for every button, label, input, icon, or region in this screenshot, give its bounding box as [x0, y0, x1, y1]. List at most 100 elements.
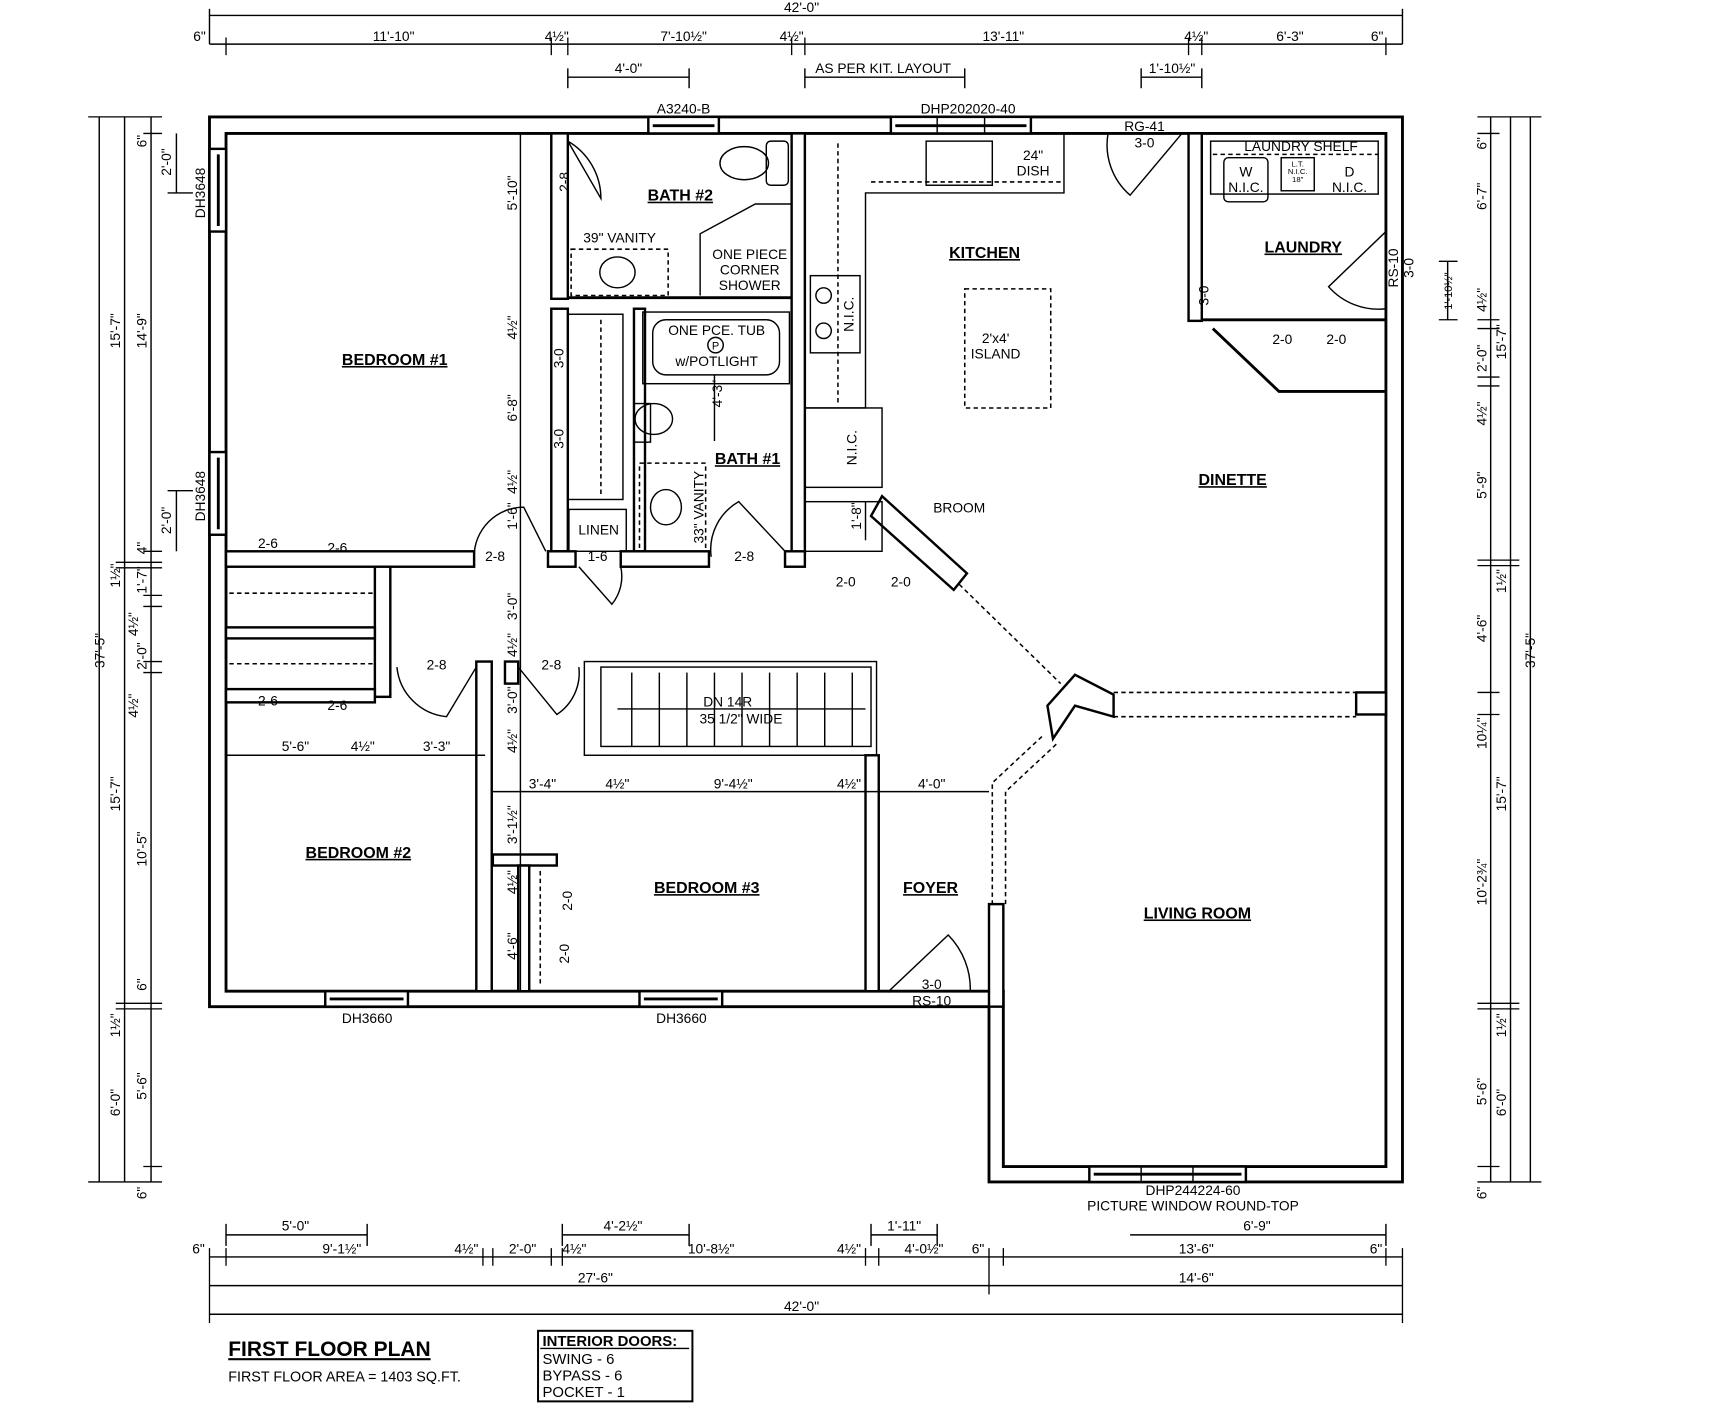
dimension-label: 37'-5" [1523, 633, 1538, 668]
dimension-label: 4" [135, 542, 150, 555]
dimension-label: 4½" [545, 29, 569, 44]
right-dimensions: 6" 6'-7" 4½" 2'-0" 4½" 5'-9" 4'-6" 10¼" … [1438, 116, 1542, 1199]
dimension-label: 4½" [505, 470, 520, 494]
fixture-label: 18" [1292, 175, 1304, 184]
window-label: DH3648 [193, 167, 208, 218]
dimension-label: 6'-0" [1494, 1089, 1509, 1117]
dimension-label: 6" [135, 978, 150, 991]
dimension-label: 4½" [505, 633, 520, 657]
exterior-walls [208, 115, 1404, 1184]
interior-doors-pocket: POCKET - 1 [542, 1385, 624, 1401]
dimension-label: 6'-3" [1276, 29, 1304, 44]
dimension-label: 9'-1½" [322, 1242, 361, 1257]
floor-area: FIRST FLOOR AREA = 1403 SQ.FT. [228, 1370, 461, 1386]
fixture-label: P [712, 341, 719, 353]
door-label: 2-0 [1272, 332, 1292, 347]
dimension-label: 5'-9" [1474, 471, 1489, 499]
dimension-label: 1'-10½" [1149, 61, 1196, 76]
dimension-label: 1'-11" [887, 1218, 921, 1233]
title-block: FIRST FLOOR PLAN FIRST FLOOR AREA = 1403… [228, 1329, 694, 1403]
kitchen-cabinets [804, 133, 1065, 553]
door-label: 3-0 [922, 977, 942, 992]
interior-walls [224, 132, 1388, 1008]
fixture-label: 33" VANITY [691, 471, 706, 544]
dimension-label: 4½" [562, 1242, 586, 1257]
dimension-label: 6'-9" [1243, 1218, 1271, 1233]
door-label: 2-8 [427, 657, 447, 672]
dimension-label: 4½" [351, 739, 375, 754]
dimension-label: 10'-8½" [688, 1242, 735, 1257]
dimension-label: 42'-0" [784, 1299, 819, 1314]
dimension-label: 4½" [126, 612, 141, 636]
room-kitchen: KITCHEN [949, 245, 1020, 262]
fixture-label: DISH [1017, 163, 1050, 178]
window-labels: A3240-B DHP202020-40 DH3648 DH3648 DH366… [193, 102, 1299, 1214]
fixture-label: N.I.C. [1332, 180, 1367, 195]
window-label: DH3660 [342, 1011, 393, 1026]
room-foyer: FOYER [903, 880, 958, 897]
dimension-label: 37'-5" [93, 633, 108, 668]
window-label: DH3660 [656, 1011, 707, 1026]
door-label: 2-6 [258, 694, 278, 709]
dimension-label: 3'-4" [529, 776, 557, 791]
door-label: 3-0 [1135, 136, 1155, 151]
dimension-label: AS PER KIT. LAYOUT [815, 61, 951, 76]
dimension-label: 1½" [1494, 1013, 1509, 1037]
dimension-label: 15'-7" [1494, 776, 1509, 811]
dimension-label: 15'-7" [1494, 324, 1509, 359]
door-label: 2-0 [891, 575, 911, 590]
dimension-label: 9'-4½" [714, 776, 753, 791]
dimension-label: 15'-7" [108, 776, 123, 811]
fixture-label: 35 1/2" WIDE [699, 711, 782, 726]
fixture-label: LINEN [578, 523, 619, 538]
room-bedroom-1: BEDROOM #1 [342, 352, 448, 369]
dimension-label: 1'-10½" [1443, 272, 1455, 309]
dimension-label: 42'-0" [784, 0, 819, 15]
dimension-label: 4'-0" [615, 61, 643, 76]
dimension-label: 6" [192, 1242, 205, 1257]
dimension-label: 6" [1474, 137, 1489, 150]
room-labels: BEDROOM #1 BEDROOM #2 BEDROOM #3 BATH #1… [306, 188, 1343, 923]
dimension-label: 7'-10½" [660, 29, 707, 44]
door-label: RS-10 [912, 994, 951, 1009]
room-bath-1: BATH #1 [715, 451, 780, 468]
interior-doors-swing: SWING - 6 [542, 1352, 614, 1368]
dimension-label: 1½" [1494, 569, 1509, 593]
dimension-label: 6" [135, 1187, 150, 1200]
door-label: 2-8 [541, 657, 561, 672]
open-boundaries [958, 583, 1357, 905]
interior-dimensions: 5'-10" 4½" 6'-8" 4½" 1'-6" 3'-0" 4½" 3'-… [226, 133, 990, 992]
fixture-label: D [1345, 164, 1355, 179]
dimension-label: 4½" [505, 870, 520, 894]
fixture-label: 24" [1023, 148, 1043, 163]
dimension-label: 4'-0" [918, 776, 946, 791]
interior-doors-bypass: BYPASS - 6 [542, 1368, 622, 1384]
dimension-label: 3'-0" [505, 686, 520, 714]
fixture-label: L.T. [1292, 160, 1304, 169]
dimension-label: 4½" [1474, 401, 1489, 425]
room-dinette: DINETTE [1199, 472, 1268, 489]
door-label: 2-6 [258, 536, 278, 551]
dimension-label: 1'-8" [849, 502, 864, 530]
dimension-label: 4½" [1474, 288, 1489, 312]
left-dimensions: 37'-5" 15'-7" 1½" 15'-7" 1½" 6'-0" 6" 14… [88, 116, 193, 1200]
dimension-label: 5'-6" [1474, 1078, 1489, 1106]
fixture-label: CORNER [720, 263, 780, 278]
top-dimensions: 42'-0" 6" 11'-10" 4½" 7'-10½" 4½" 13'-11… [193, 0, 1404, 89]
window-label: DH3648 [193, 471, 208, 522]
dimension-label: 4½" [454, 1242, 478, 1257]
dimension-label: 1'-6" [505, 502, 520, 530]
dimension-label: 1'-7" [135, 566, 150, 594]
dimension-label: 3'-0" [505, 593, 520, 621]
plan-title: FIRST FLOOR PLAN [228, 1338, 430, 1361]
fixture-label: N.I.C. [1288, 167, 1308, 176]
stairs [583, 660, 878, 756]
dimension-label: 4½" [505, 729, 520, 753]
window-label: A3240-B [657, 102, 711, 117]
fixture-label: W [1239, 164, 1252, 179]
bath-fixtures [567, 140, 792, 553]
dimension-label: 1½" [108, 1013, 123, 1037]
door-label: 3-0 [551, 429, 566, 449]
potlight-icon [707, 336, 724, 354]
